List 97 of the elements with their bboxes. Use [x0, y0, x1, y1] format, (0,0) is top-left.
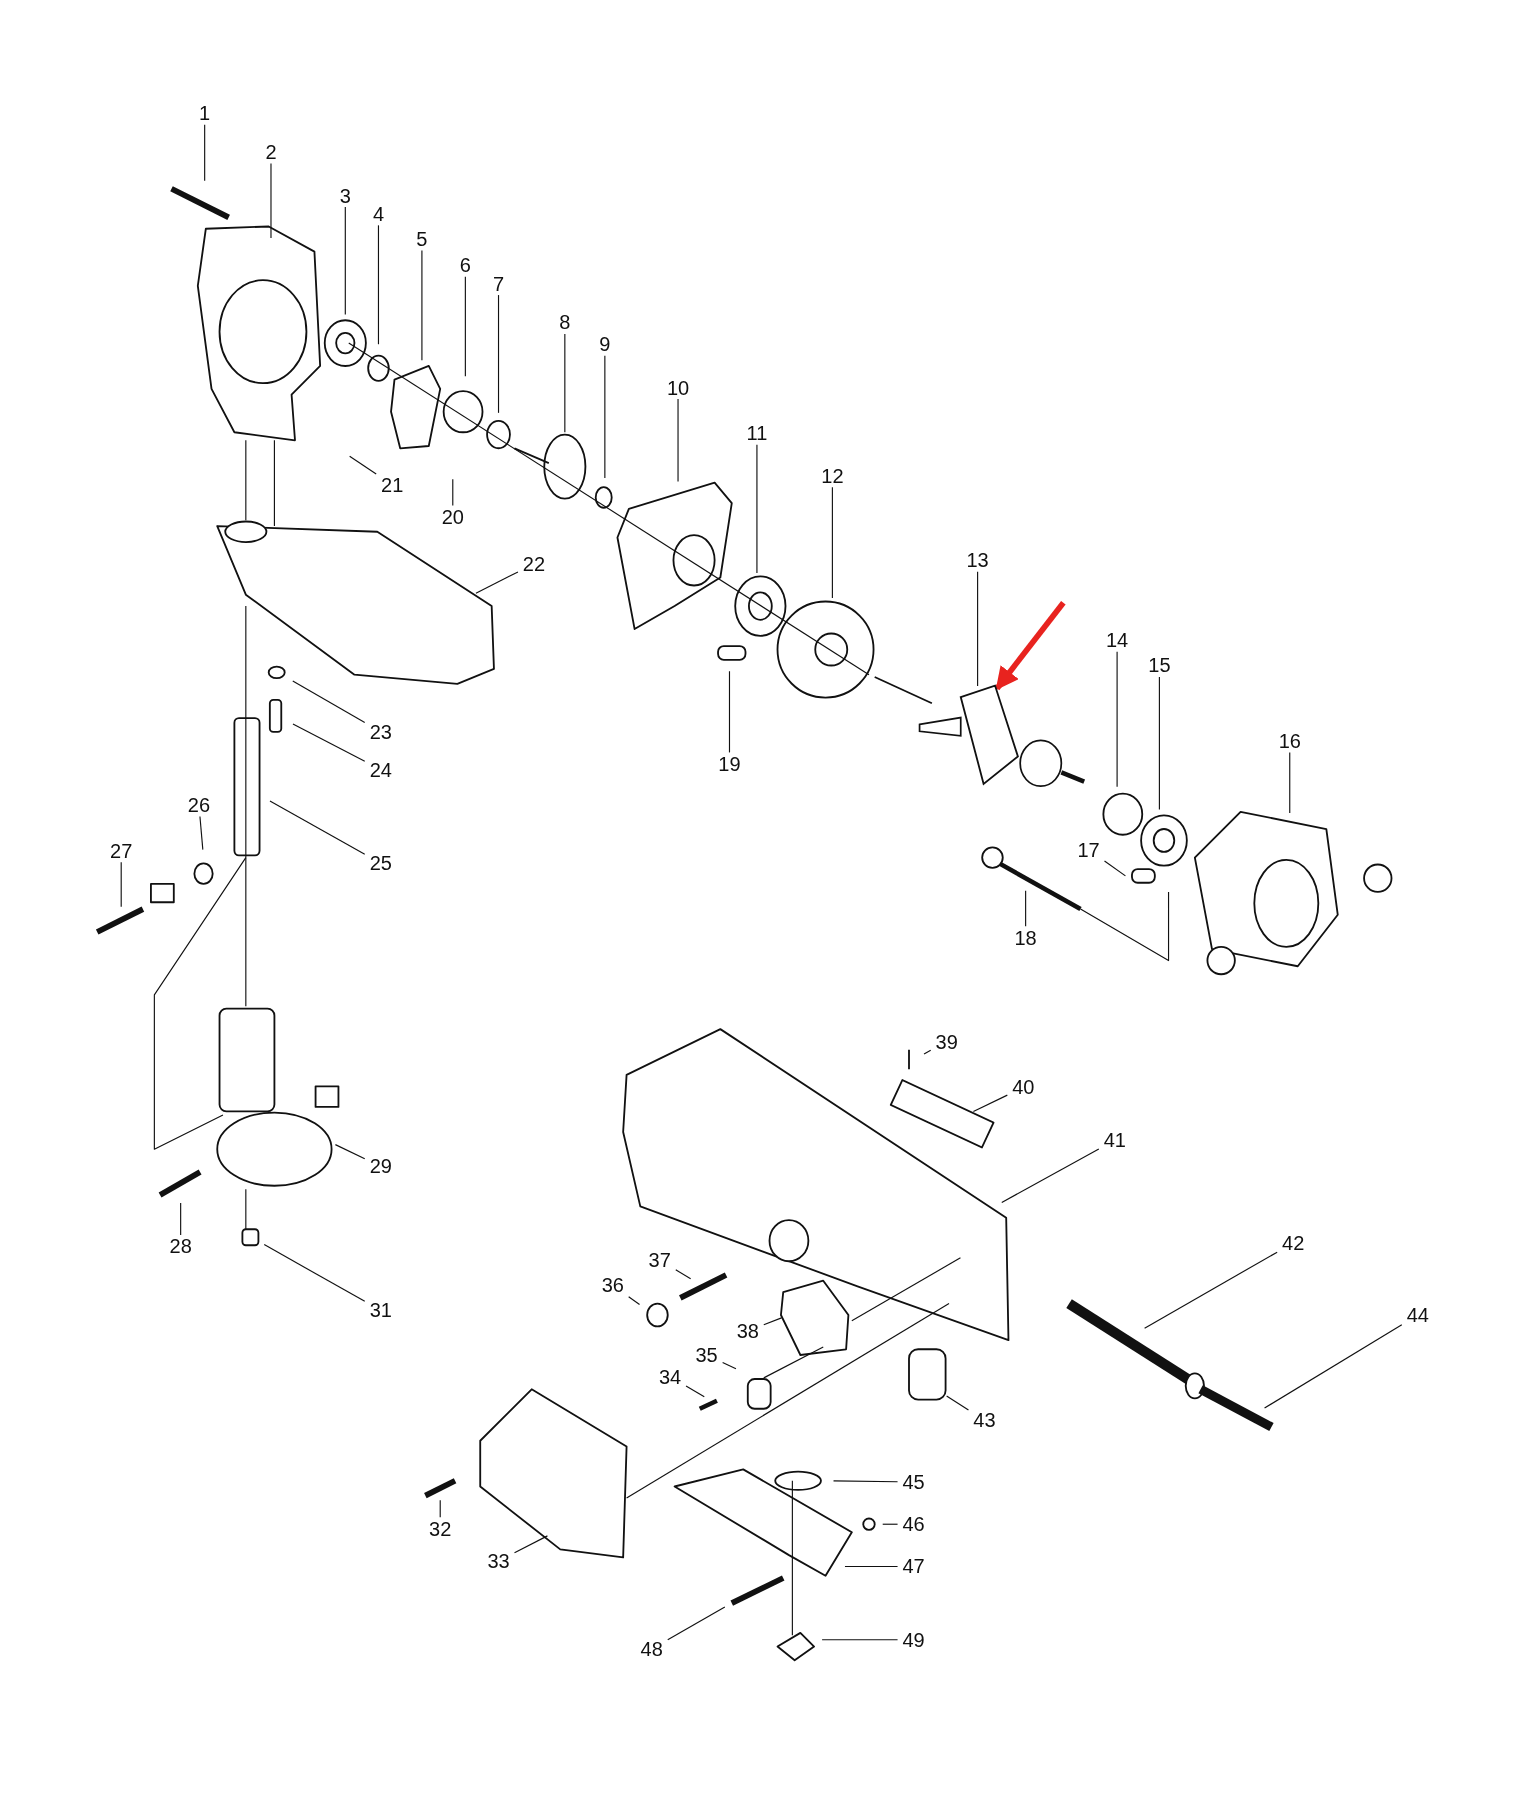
leader-line: [946, 1395, 970, 1411]
leader-line: [821, 1639, 899, 1641]
leader-line: [452, 478, 454, 507]
leader-line: [464, 276, 466, 377]
callout-number: 21: [380, 473, 405, 496]
callout-number: 47: [901, 1555, 926, 1578]
leader-line: [1289, 751, 1291, 814]
callout-number: 27: [109, 839, 134, 862]
callout-number: 24: [368, 758, 393, 781]
leader-line: [421, 249, 423, 361]
leader-line: [344, 206, 346, 316]
callout-number: 39: [934, 1030, 959, 1053]
leader-line: [439, 1499, 441, 1518]
callout-number: 33: [486, 1549, 511, 1572]
callout-number: 35: [694, 1343, 719, 1366]
leader-line: [269, 800, 366, 855]
leader-line: [628, 1296, 641, 1306]
leader-line: [292, 680, 366, 724]
callout-number: 41: [1102, 1128, 1127, 1151]
callout-number: 20: [440, 505, 465, 528]
callout-number: 18: [1013, 926, 1038, 949]
callout-number: 19: [717, 752, 742, 775]
leader-line: [377, 224, 380, 345]
leader-line: [763, 1317, 783, 1326]
callout-number: 7: [491, 272, 506, 295]
leader-line: [685, 1385, 705, 1398]
leader-line: [667, 1606, 726, 1641]
leader-line: [199, 815, 204, 851]
callout-number: 38: [735, 1319, 760, 1342]
callout-number: 22: [521, 552, 547, 575]
callout-number: 3: [338, 184, 352, 207]
leader-line: [1264, 1324, 1403, 1409]
callout-number: 9: [598, 333, 612, 356]
callout-number: 1: [198, 102, 212, 125]
leader-line: [1144, 1251, 1278, 1329]
callout-number: 14: [1104, 629, 1130, 652]
callout-number: 11: [745, 422, 769, 445]
leader-line: [334, 1144, 366, 1160]
leader-line: [677, 398, 679, 482]
leader-line: [722, 1361, 737, 1370]
leader-line: [1158, 676, 1160, 811]
leader-line: [675, 1269, 692, 1280]
callout-number: 17: [1076, 838, 1101, 861]
leader-line: [497, 294, 500, 414]
highlight-arrow: [994, 600, 1066, 691]
callout-number: 37: [647, 1249, 672, 1271]
callout-number: 34: [657, 1365, 683, 1388]
callout-number: 44: [1405, 1303, 1430, 1326]
leader-line: [728, 670, 731, 753]
callout-number: 26: [186, 793, 212, 816]
leader-line: [756, 444, 758, 574]
leader-line: [475, 571, 519, 594]
callout-number: 49: [901, 1628, 926, 1651]
leader-line: [832, 1480, 899, 1483]
callout-number: 6: [458, 254, 472, 277]
leader-line: [977, 571, 979, 687]
leader-line: [263, 1244, 366, 1302]
callout-number: 25: [368, 852, 393, 875]
callout-number: 15: [1147, 654, 1172, 677]
callout-number: 36: [600, 1274, 625, 1297]
leader-line: [349, 455, 377, 475]
leader-line: [292, 723, 366, 762]
leader-line: [1001, 1148, 1100, 1204]
callout-number: 13: [965, 549, 990, 572]
callout-number: 10: [665, 376, 691, 399]
leader-line: [513, 1535, 548, 1554]
callout-number: 46: [901, 1513, 926, 1536]
leader-line: [1103, 860, 1126, 877]
leader-line: [1025, 890, 1027, 927]
callout-number: 48: [639, 1637, 664, 1660]
callout-number: 40: [1011, 1076, 1036, 1099]
leader-line: [180, 1202, 182, 1236]
callout-number: 45: [901, 1470, 926, 1493]
leader-line: [972, 1094, 1008, 1112]
callout-number: 32: [428, 1517, 453, 1540]
leader-line: [120, 861, 122, 908]
leader-line: [564, 333, 566, 433]
callout-number: 29: [368, 1155, 393, 1178]
callout-number: 4: [371, 202, 385, 225]
callout-number: 28: [168, 1235, 193, 1258]
callout-number: 31: [368, 1299, 393, 1322]
leader-line: [831, 486, 833, 599]
leader-line: [204, 124, 206, 182]
callout-number: 12: [820, 464, 845, 487]
leader-line: [882, 1523, 899, 1525]
leader-line: [1116, 651, 1118, 788]
leader-line: [604, 355, 606, 479]
callout-number: 43: [972, 1409, 997, 1432]
leader-line: [844, 1565, 899, 1568]
callout-number: 16: [1277, 729, 1302, 752]
callout-number: 42: [1281, 1231, 1306, 1254]
callout-number: 2: [264, 141, 278, 164]
callout-number: 23: [368, 720, 393, 743]
leader-line: [270, 163, 272, 239]
leader-line: [923, 1049, 932, 1055]
callout-number: 8: [558, 311, 572, 334]
callout-number: 5: [415, 227, 429, 250]
